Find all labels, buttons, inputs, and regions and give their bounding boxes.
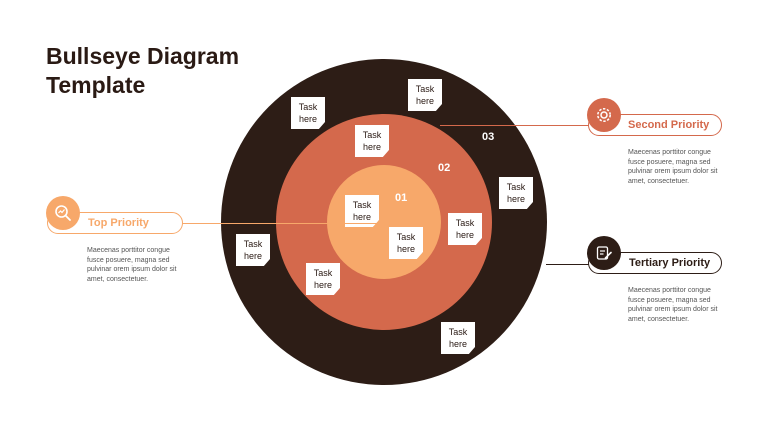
task-note[interactable]: Task here [499,177,533,209]
ring-01 [327,165,441,279]
task-note[interactable]: Task here [291,97,325,129]
task-note-line-2: here [448,339,467,349]
task-note-line-1: Task [298,102,318,112]
top-priority-label: Top Priority [88,217,149,229]
ring-label-03: 03 [482,131,495,143]
second-priority-connector [440,125,590,126]
title-line-2: Template [46,72,146,98]
top-priority-connector [180,223,380,224]
gear-icon [587,98,621,132]
second-priority-description: Maecenas porttitor congue fusce posuere,… [628,149,718,185]
task-note-line-2: here [313,280,332,290]
tertiary-priority-pill[interactable]: Tertiary Priority [588,252,722,274]
page-title: Bullseye Diagram Template [46,42,286,100]
task-note-line-1: Task [506,182,526,192]
task-note-line-2: here [415,96,434,106]
task-note-line-2: here [396,244,415,254]
task-note[interactable]: Task here [306,263,340,295]
ring-label-01: 01 [395,192,408,204]
task-note-line-1: Task [455,218,475,228]
task-note-line-1: Task [415,84,435,94]
title-line-1: Bullseye Diagram [46,43,240,69]
task-note-line-1: Task [243,239,263,249]
top-priority-pill[interactable]: Top Priority [47,212,183,234]
task-note-line-2: here [243,251,262,261]
second-priority-label: Second Priority [628,119,710,131]
task-note-line-1: Task [352,200,372,210]
task-note-line-1: Task [396,232,416,242]
task-note[interactable]: Task here [448,213,482,245]
task-note-line-2: here [362,142,381,152]
task-note-line-2: here [352,212,371,222]
task-note[interactable]: Task here [345,195,379,227]
task-note[interactable]: Task here [408,79,442,111]
task-note[interactable]: Task here [236,234,270,266]
task-note-line-2: here [506,194,525,204]
task-note-line-1: Task [448,327,468,337]
search-chart-icon [46,196,80,230]
tertiary-priority-description: Maecenas porttitor congue fusce posuere,… [628,287,718,323]
tertiary-priority-connector [546,264,590,265]
task-note[interactable]: Task here [389,227,423,259]
task-note-line-2: here [455,230,474,240]
task-note-line-1: Task [313,268,333,278]
task-note-line-2: here [298,114,317,124]
tertiary-priority-label: Tertiary Priority [629,257,711,269]
ring-label-02: 02 [438,162,451,174]
task-note[interactable]: Task here [355,125,389,157]
task-note[interactable]: Task here [441,322,475,354]
checklist-edit-icon [587,236,621,270]
top-priority-description: Maecenas porttitor congue fusce posuere,… [87,247,177,283]
second-priority-pill[interactable]: Second Priority [588,114,722,136]
task-note-line-1: Task [362,130,382,140]
